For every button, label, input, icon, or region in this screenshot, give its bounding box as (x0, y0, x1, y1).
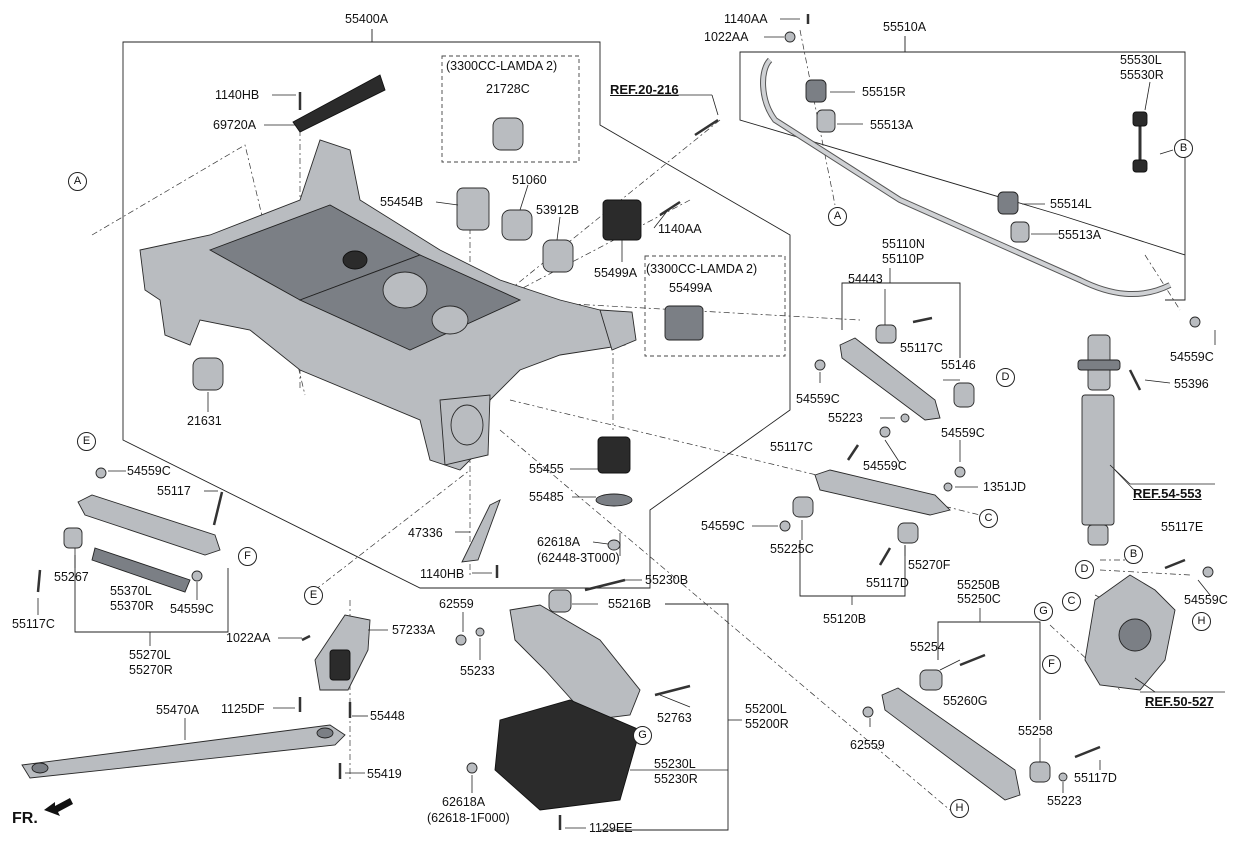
leader-lines (37, 18, 1225, 829)
option-box-21728c (441, 55, 580, 163)
nuts (95, 31, 1214, 782)
lower-arm-bracket (600, 603, 729, 831)
front-direction-arrow-icon (44, 798, 73, 816)
bolts (36, 14, 1186, 830)
group-brackets (74, 29, 1186, 831)
mount-bracket (314, 614, 371, 691)
trailing-arm (792, 469, 951, 544)
shock-absorber (1077, 334, 1121, 546)
upper-arm (839, 324, 975, 421)
lower-link (881, 669, 1051, 801)
stabilizer-group-outline (739, 36, 1186, 301)
lateral-bar (21, 724, 346, 779)
toe-link (63, 494, 221, 593)
alignment-lines (91, 29, 1191, 811)
lower-link-bracket (937, 621, 1041, 720)
upper-arm-bracket (841, 282, 961, 358)
rear-knuckle (1084, 574, 1176, 691)
stabilizer-bar (760, 57, 1172, 298)
lower-arm (494, 589, 641, 811)
option-box-55499a (644, 255, 786, 357)
bracket-47336 (461, 499, 501, 563)
subframe-group-outline (122, 29, 791, 589)
rear-subframe (139, 139, 637, 471)
link-bracket (74, 555, 229, 633)
trailing-arm-bracket (799, 540, 906, 597)
subframe-bushings (192, 74, 704, 551)
